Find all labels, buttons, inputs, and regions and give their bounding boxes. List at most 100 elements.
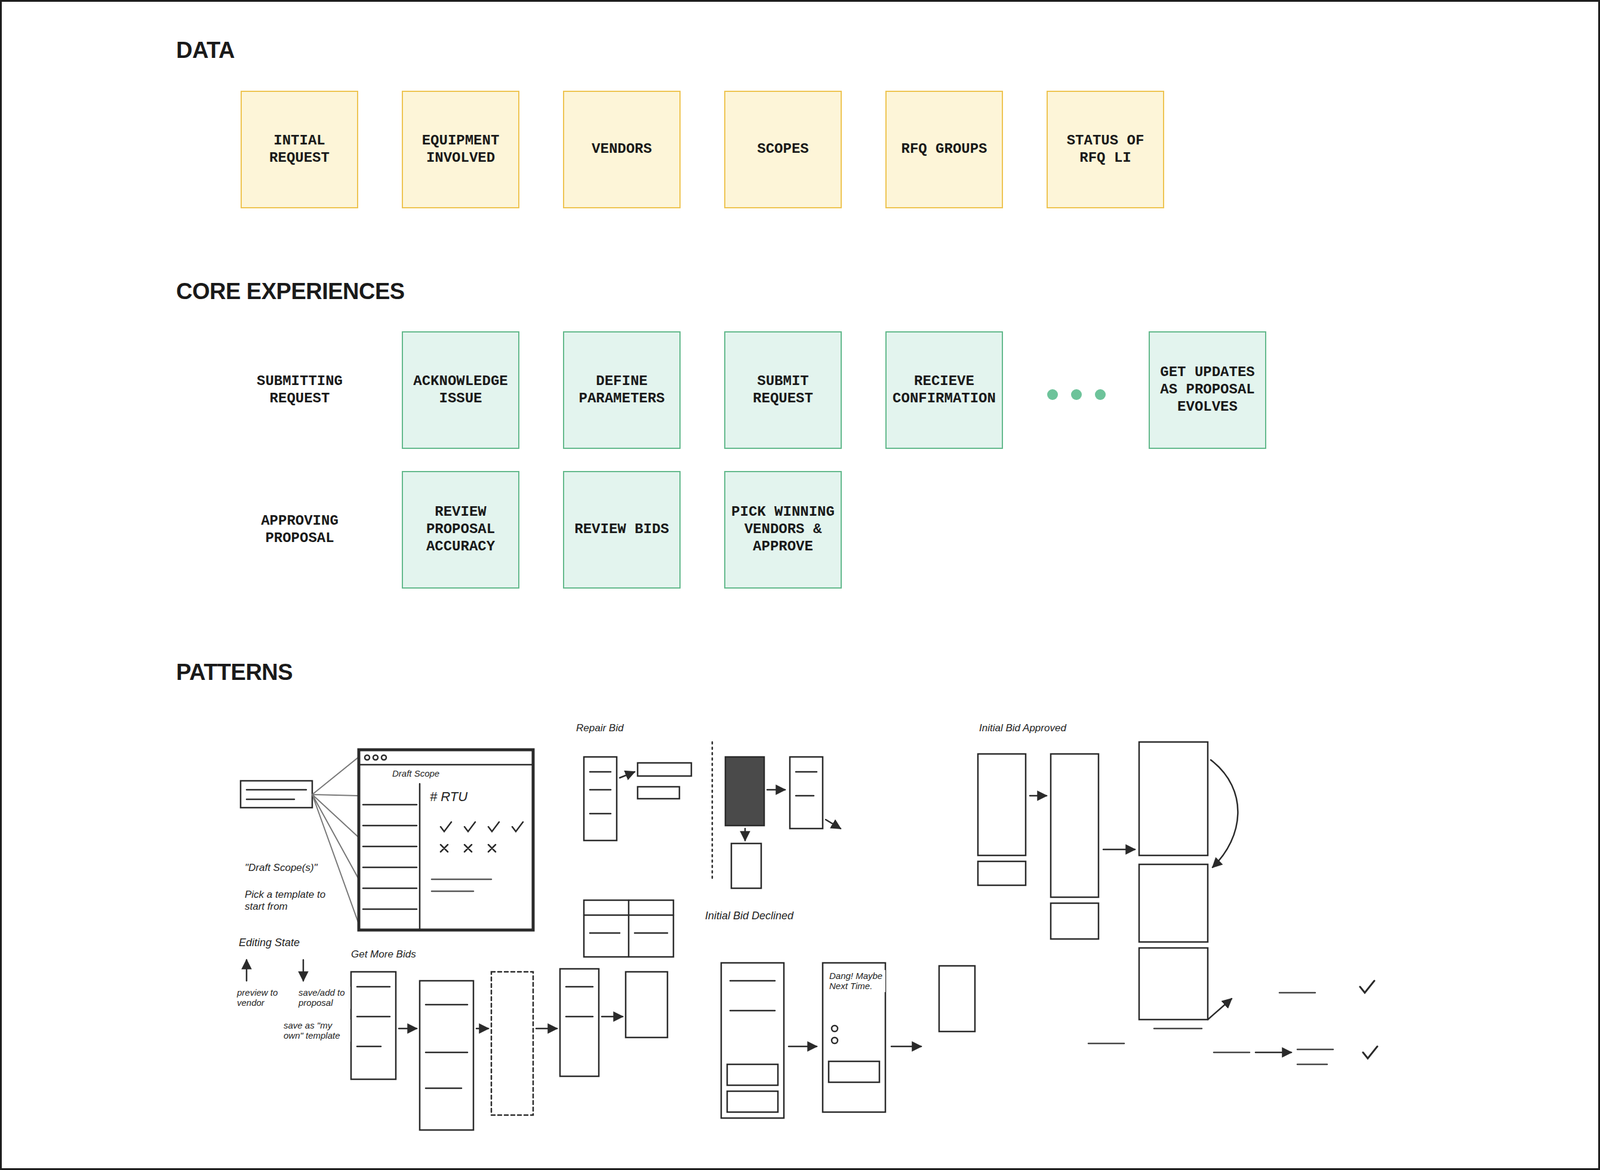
sketch-lines: [565, 986, 593, 1017]
sketch-arrow: [601, 1016, 623, 1018]
screen-sketch: [822, 962, 886, 1113]
sketch-note: Initial Bid Declined: [703, 909, 832, 923]
sketch-note: Draft Scope: [391, 767, 466, 780]
screen-sketch: [721, 962, 784, 1119]
check-marks: [440, 822, 523, 852]
sketch-note: save/add to proposal: [297, 986, 351, 1009]
sketch-note: Editing State: [237, 936, 330, 950]
card-sketch: [727, 1064, 778, 1086]
screen-sketch: [731, 843, 762, 889]
data-box: INTIAL REQUEST: [240, 90, 359, 209]
experience-box: REVIEW PROPOSAL ACCURACY: [401, 471, 520, 589]
screen-sketch: [977, 754, 1026, 856]
screen-sketch: [351, 971, 396, 1080]
sketch-arrow: [1029, 795, 1047, 798]
sketch-note: # RTU: [428, 788, 497, 805]
dot: [1047, 389, 1058, 400]
dot: [1071, 389, 1082, 400]
data-box: VENDORS: [562, 90, 681, 209]
ellipsis-dots: [1047, 389, 1106, 400]
experience-box: PICK WINNING VENDORS & APPROVE: [724, 471, 842, 589]
option-dot: [831, 1037, 838, 1044]
box-label: DEFINE PARAMETERS: [568, 373, 675, 408]
screen-sketch: [939, 965, 975, 1032]
window-sketch: [358, 749, 534, 931]
note-box: [637, 786, 680, 799]
data-box: STATUS OF RFQ LI: [1046, 90, 1165, 209]
sketch-arrow: [788, 1045, 817, 1048]
sketch-arrow: [245, 960, 248, 981]
sketch-arrow: [536, 1028, 558, 1030]
sketch-arrow: [1207, 998, 1232, 1020]
sketch-note: preview to vendor: [235, 986, 295, 1009]
experience-box: SUBMIT REQUEST: [724, 331, 842, 449]
sketch-note: "Draft Scope(s)": [243, 861, 336, 875]
sketch-lines: [589, 771, 611, 814]
window-dot: [381, 755, 387, 760]
screen-sketch: [789, 757, 823, 829]
table-sketch: [583, 900, 674, 958]
note-box: [637, 762, 692, 777]
data-box: SCOPES: [724, 90, 842, 209]
sketch-lines: [425, 1004, 468, 1089]
experience-box: RECIEVE CONFIRMATION: [885, 331, 1003, 449]
sketch-lines: [246, 789, 307, 800]
sketch-lines: [730, 980, 775, 1011]
box-label: RFQ GROUPS: [900, 140, 987, 159]
window-rows: [362, 804, 417, 910]
box-label: SUBMIT REQUEST: [730, 373, 836, 408]
sketch-arrow: [398, 1028, 417, 1030]
sketch-arrow: [891, 1045, 922, 1048]
sketch-arrow: [619, 771, 635, 778]
flow-lines: [1088, 992, 1334, 1065]
sketch-note: Initial Bid Approved: [977, 721, 1118, 735]
sketch-note: Get More Bids: [349, 948, 448, 962]
box-label: SCOPES: [757, 140, 809, 159]
sketch-arrow: [1210, 760, 1238, 868]
card-sketch: [1050, 903, 1099, 940]
screen-sketch: [419, 980, 474, 1131]
sketch-note: Repair Bid: [574, 721, 661, 735]
sketch-lines: [795, 771, 817, 796]
box-label: RECIEVE CONFIRMATION: [891, 373, 998, 408]
section-heading: PATTERNS: [176, 659, 293, 686]
check-marks: [1360, 980, 1378, 1059]
screen-sketch: [1050, 754, 1099, 898]
screen-sketch: [1139, 948, 1208, 1020]
sketch-arrow: [767, 789, 786, 792]
row-label: SUBMITTING REQUEST: [228, 331, 372, 449]
window-frame: [358, 764, 534, 931]
box-label: VENDORS: [591, 140, 652, 159]
box-label: REVIEW PROPOSAL ACCURACY: [407, 503, 514, 556]
section-heading: CORE EXPERIENCES: [176, 278, 405, 305]
data-box: EQUIPMENT INVOLVED: [401, 90, 520, 209]
box-label: INTIAL REQUEST: [246, 132, 353, 168]
card-sketch: [828, 1061, 880, 1083]
screen-sketch: [491, 971, 534, 1116]
box-label: REVIEW BIDS: [574, 521, 669, 539]
dot: [1094, 389, 1106, 400]
screen-sketch: [583, 757, 617, 841]
data-box: RFQ GROUPS: [885, 90, 1003, 209]
option-dot: [831, 1025, 838, 1032]
card-sketch: [977, 861, 1026, 886]
experience-box: DEFINE PARAMETERS: [562, 331, 681, 449]
sketch-arrow: [744, 828, 747, 841]
divider-line: [711, 742, 714, 880]
window-dot: [364, 755, 370, 760]
sketch-note: Pick a template to start from: [243, 888, 330, 913]
sketch-arrow: [302, 960, 305, 981]
sketch-note: save as "my own" template: [282, 1019, 351, 1042]
screen-sketch: [1139, 742, 1208, 856]
box-label: PICK WINNING VENDORS & APPROVE: [730, 503, 836, 556]
screen-sketch: [725, 757, 765, 826]
sketch-note: Dang! Maybe Next Time.: [828, 970, 886, 993]
card-sketch: [727, 1091, 778, 1113]
sketch-arrow: [825, 819, 841, 829]
sketch-lines: [357, 986, 390, 1047]
table-lines: [583, 900, 674, 958]
sketch-arrow: [476, 1028, 489, 1030]
sketch-arrow: [1255, 1051, 1292, 1054]
experience-box: ACKNOWLEDGE ISSUE: [401, 331, 520, 449]
